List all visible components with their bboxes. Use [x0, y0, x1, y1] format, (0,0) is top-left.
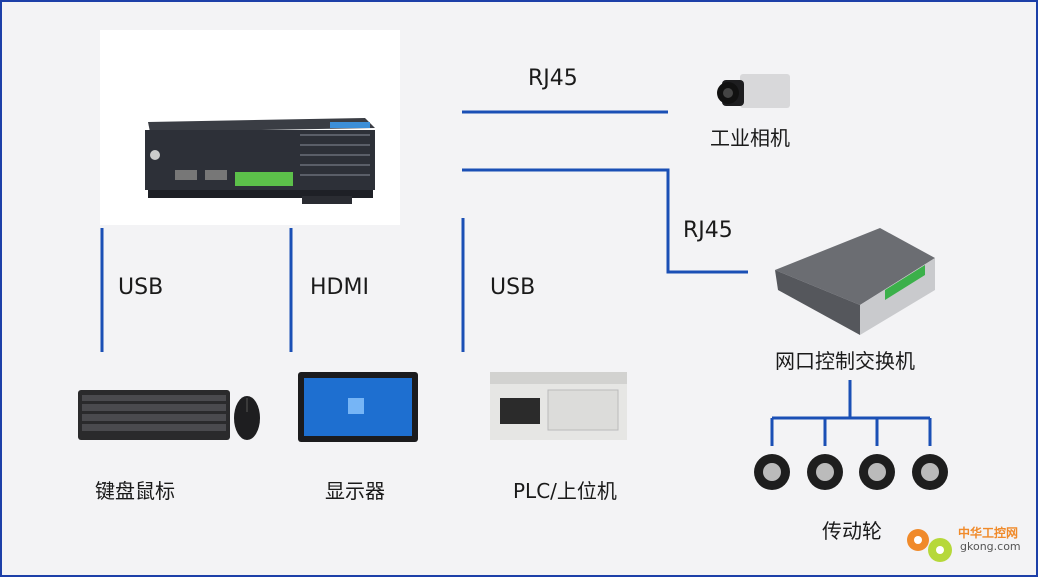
- industrial-camera: [717, 74, 790, 108]
- gear-logo-icon: [907, 529, 952, 562]
- monitor-label: 显示器: [325, 479, 385, 503]
- network-switch: [775, 228, 935, 335]
- monitor: [298, 372, 418, 442]
- gkong-watermark: 中华工控网 gkong.com: [900, 518, 1035, 568]
- hdmi-label: HDMI: [310, 275, 369, 300]
- wheel: [912, 454, 948, 490]
- industrial-pc: [100, 30, 400, 225]
- usb-keyboard-label: USB: [118, 275, 164, 300]
- drive-wheels-label: 传动轮: [822, 519, 882, 543]
- watermark-en: gkong.com: [960, 540, 1021, 553]
- wheel: [859, 454, 895, 490]
- usb-plc-label: USB: [490, 275, 536, 300]
- plc-label: PLC/上位机: [513, 479, 617, 503]
- plc: [490, 372, 627, 440]
- switch-label: 网口控制交换机: [775, 349, 915, 373]
- rj45-switch-label: RJ45: [683, 218, 733, 243]
- rj45-camera-label: RJ45: [528, 66, 578, 91]
- connection-lines: [100, 110, 932, 446]
- rj45-switch-line: [462, 168, 748, 274]
- camera-label: 工业相机: [710, 126, 790, 150]
- drive-wheels: [754, 454, 948, 490]
- wheel: [807, 454, 843, 490]
- wheel: [754, 454, 790, 490]
- watermark-cn: 中华工控网: [958, 526, 1019, 540]
- keyboard-mouse-label: 键盘鼠标: [95, 479, 175, 503]
- keyboard-mouse: [78, 390, 260, 440]
